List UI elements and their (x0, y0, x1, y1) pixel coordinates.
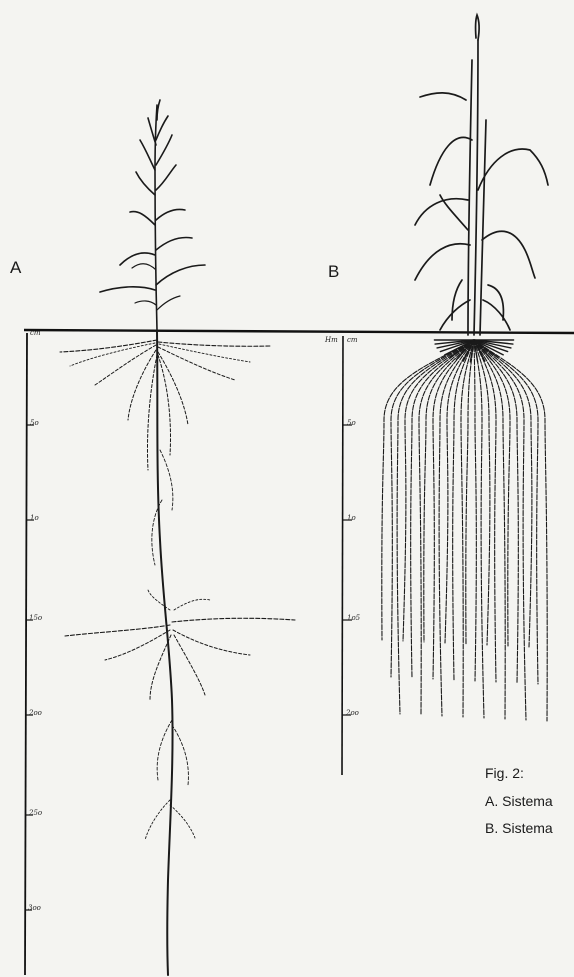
ground-line (24, 330, 574, 333)
scale-a-tick-6: 3oo (28, 904, 41, 912)
scale-b-unit-left: Hm (325, 336, 338, 344)
panel-label-b: B (328, 262, 339, 282)
fibrous-root (474, 340, 476, 681)
scale-a-tick-0: cm (30, 329, 41, 337)
caption-line-a: A. Sistema (485, 793, 553, 809)
fibrous-root (461, 340, 474, 717)
plant-b-shoot (415, 15, 548, 335)
caption-line-b: B. Sistema (485, 820, 553, 836)
scale-a-tick-2: 1o (30, 514, 39, 522)
plant-a-shoot (100, 100, 205, 330)
plant-b-roots (382, 340, 547, 721)
scale-b-tick-2: 1o (347, 514, 356, 522)
fibrous-root (466, 340, 474, 644)
depth-scale-b-ticks (342, 425, 352, 715)
scale-b-tick-4: 2oo (346, 709, 359, 717)
plant-a-roots (60, 332, 295, 975)
scale-a-tick-4: 2oo (29, 709, 42, 717)
fibrous-root (419, 340, 474, 715)
depth-scale-a-line (25, 333, 27, 975)
fibrous-root (382, 340, 474, 640)
scale-a-tick-5: 25o (29, 809, 42, 817)
fibrous-root (474, 340, 496, 682)
depth-scale-b-line (342, 336, 343, 775)
caption-title: Fig. 2: (485, 765, 524, 781)
fibrous-root (445, 340, 474, 643)
scale-b-tick-0: cm (347, 336, 358, 344)
scale-a-tick-1: 5o (30, 419, 39, 427)
scale-a-tick-3: 15o (29, 614, 42, 622)
scale-b-tick-1: 5o (347, 419, 356, 427)
panel-label-a: A (10, 258, 21, 278)
scale-b-tick-3: 1o5 (347, 614, 360, 622)
